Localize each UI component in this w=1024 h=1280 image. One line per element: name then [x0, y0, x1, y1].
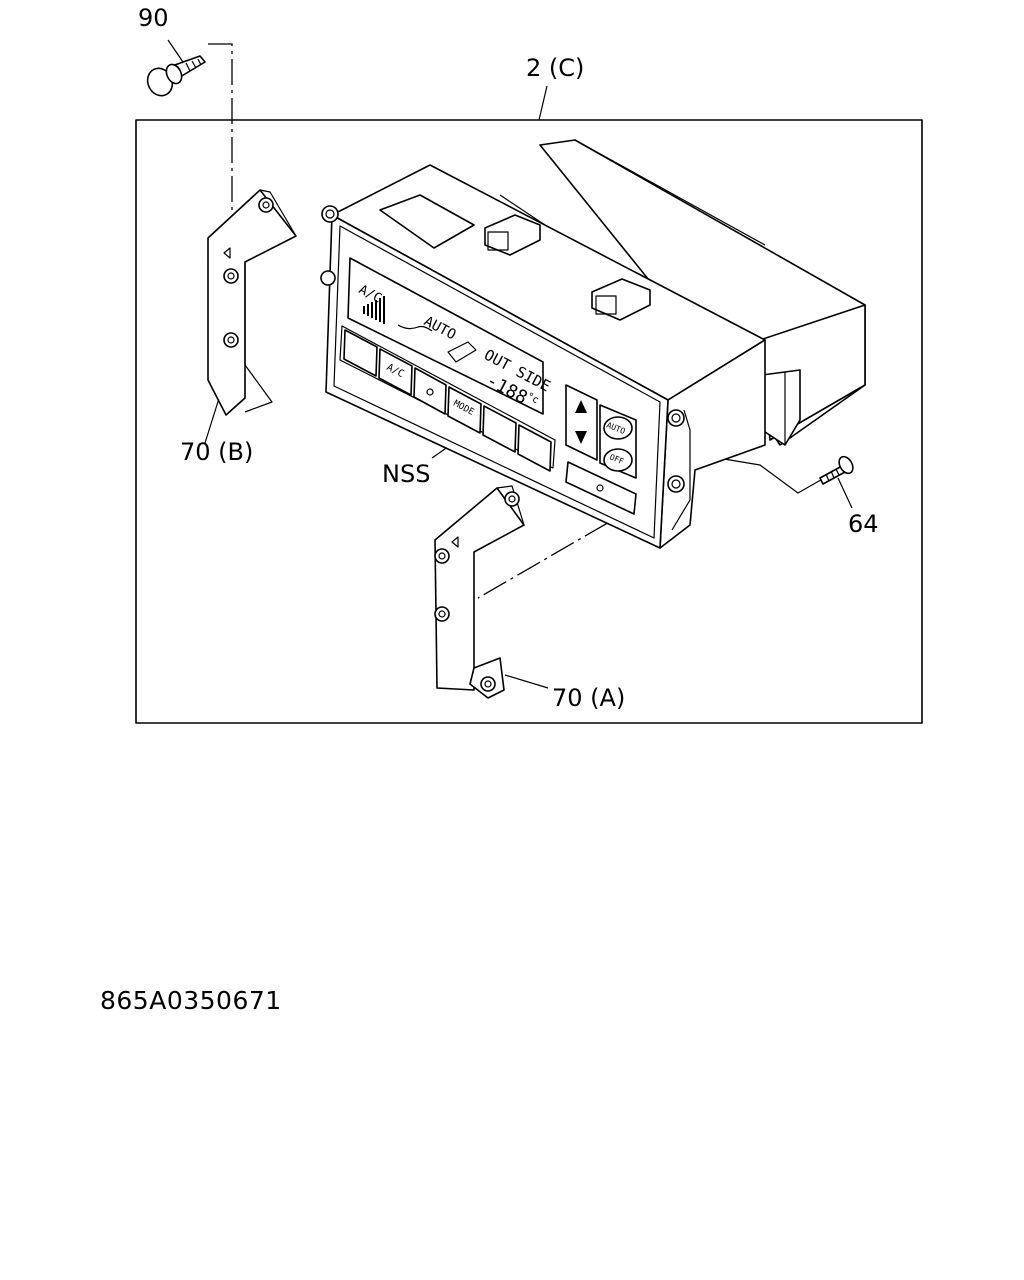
ac-button	[378, 348, 413, 396]
callout-70b: 70 (B)	[180, 438, 253, 466]
auto-button	[603, 416, 633, 440]
airflow-icon	[397, 324, 433, 332]
button-row	[339, 325, 556, 469]
callout-64: 64	[848, 510, 879, 538]
temp-down-arrow-icon	[575, 431, 587, 444]
display-degree-label: °c	[525, 391, 541, 406]
ac-control-unit: A/C AUTO OUT SIDE -188 °c A/C MODE	[320, 139, 866, 549]
document-id: 865A0350671	[100, 986, 282, 1015]
callout-nss: NSS	[382, 460, 430, 488]
alignment-lines	[208, 43, 676, 599]
bracket-70b	[207, 189, 297, 416]
callout-70a: 70 (A)	[552, 684, 625, 712]
lcd-display	[347, 257, 544, 415]
bracket-70a	[434, 485, 525, 699]
fan-button	[413, 367, 447, 415]
temp-arrow-panel	[565, 384, 598, 461]
screw-64	[819, 455, 854, 485]
off-button	[603, 448, 633, 472]
mode-button	[447, 386, 482, 434]
temp-up-arrow-icon	[575, 400, 587, 413]
fan-level-bars	[363, 296, 385, 324]
assembly-frame	[135, 119, 923, 724]
recirc-button	[517, 424, 552, 472]
callout-90: 90	[138, 4, 169, 32]
recirc-icon	[447, 341, 477, 363]
defrost-front-button	[482, 405, 517, 453]
callout-2c: 2 (C)	[526, 54, 584, 82]
defrost-rear-button	[343, 329, 378, 377]
wide-bottom-button	[565, 461, 637, 515]
bolt-90	[146, 55, 206, 97]
